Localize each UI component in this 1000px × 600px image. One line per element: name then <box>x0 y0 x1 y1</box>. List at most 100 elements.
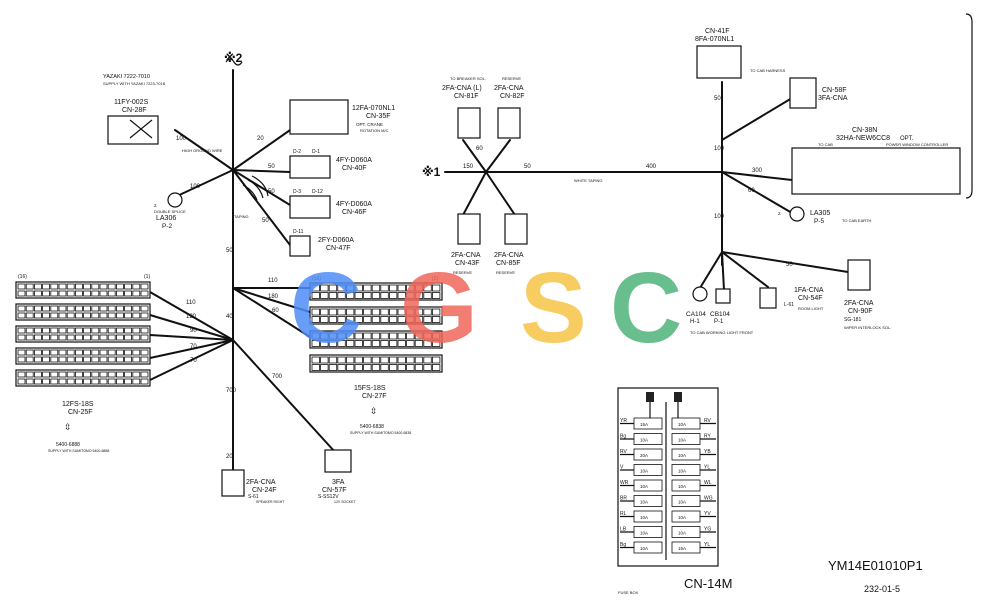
cn27f-pin <box>354 308 363 316</box>
wire-to-cn81f <box>462 139 487 173</box>
watermark-letter-3: S <box>520 252 587 364</box>
cn25f-pin <box>83 349 91 356</box>
wire-label-14: 110 <box>186 300 196 306</box>
cn25f-pin <box>42 290 50 297</box>
wire-cn25f-5 <box>149 339 234 381</box>
cn25f-pin <box>140 378 149 385</box>
wire-label-1: 20 <box>257 136 264 142</box>
cn25f-pin <box>50 349 59 356</box>
cn90f-sub: SG-181 <box>844 317 861 323</box>
cn35f-note2: ROTATION M/C <box>360 128 389 133</box>
cn25f-pin <box>132 378 141 385</box>
cn27f-pin <box>328 356 338 364</box>
cn27f-pin <box>363 340 372 347</box>
cn25f-pin <box>17 283 26 290</box>
fuse-rating-right: 10A <box>678 515 686 520</box>
cn25f-pin <box>124 356 132 363</box>
wire-cn25f-2 <box>149 314 234 341</box>
connector-la305 <box>789 206 805 222</box>
la305-num: 2 <box>778 211 781 216</box>
cn27f-pin <box>406 364 415 371</box>
cn90f-type: 2FA-CNA <box>844 300 874 307</box>
wire-label-7: 100 <box>190 184 201 190</box>
fuse-box-frame <box>617 387 719 567</box>
cn25f-pin <box>124 290 132 297</box>
cn27f-pin <box>388 340 398 347</box>
cn85f-type: 2FA-CNA <box>494 252 524 259</box>
cn25f-pin <box>107 349 116 356</box>
cn27f-pin <box>345 332 355 340</box>
cn25f-pin <box>75 356 83 363</box>
connector-ca104 <box>692 286 708 302</box>
cn27f-pin <box>311 316 320 323</box>
cn25f-pin <box>34 283 42 290</box>
cn25f-pin <box>91 334 100 341</box>
watermark: C G S C <box>290 252 682 364</box>
cn27f-pin <box>337 364 346 371</box>
cn28f-type: 11FY-002S <box>114 99 149 106</box>
cn27f-pin <box>328 308 338 316</box>
connector-cn41f <box>696 45 742 79</box>
cn27f-pin <box>311 284 320 292</box>
wire-label-11: 110 <box>268 278 278 284</box>
cn25f-pin <box>58 327 67 334</box>
cn27f-pin <box>397 284 406 292</box>
fuse-code-right: WG <box>704 496 713 502</box>
wire-to-ca104 <box>699 251 723 289</box>
cn25f-pin <box>75 327 83 334</box>
fuse-code-left: LB <box>620 527 627 533</box>
cn90f-note: WIPER INTERLOCK SOL. <box>844 325 891 330</box>
cn27f-pin <box>311 356 320 364</box>
cn25f-pin <box>116 349 124 356</box>
cn25f-pin <box>116 334 124 341</box>
cn24f-sub: S-61 <box>248 494 259 500</box>
cn25f-pin <box>34 327 42 334</box>
cn25f-pin <box>42 327 50 334</box>
cn27f-pin <box>380 364 389 371</box>
cn27f-pin <box>328 364 338 371</box>
cn25f-pin <box>50 290 59 297</box>
cn27f-pin <box>345 364 355 371</box>
cn25f-pin <box>58 283 67 290</box>
fuse-code-left: Bg <box>620 542 626 548</box>
fuse-code-left: V <box>620 465 624 471</box>
connector-cn24f <box>221 469 245 497</box>
cn27f-supply: SUPPLY WITH SUMITOMO 5400-6838 <box>350 431 411 435</box>
cn27f-pin <box>380 356 389 364</box>
cn27f-pin <box>380 316 389 323</box>
wire-label-13: 60 <box>272 308 279 314</box>
cn25f-pin <box>50 356 59 363</box>
cn57f-type: 3FA <box>332 479 345 486</box>
cn25f-pin <box>42 283 50 290</box>
wire-to-cn90f <box>721 251 849 273</box>
cn25f-pin <box>42 305 50 312</box>
cn27f-pin <box>363 364 372 371</box>
ref-mark-1: ※1 <box>422 165 441 179</box>
fuse-rating-left: 10A <box>640 531 648 536</box>
wire-label-23: 400 <box>646 164 657 170</box>
wire-to-cn54f <box>721 251 769 288</box>
cn25f-pin <box>42 312 50 319</box>
wire-to-cn43f <box>462 171 487 216</box>
cn27f-pin <box>423 332 432 340</box>
fuse-box-terminal-left <box>646 392 654 402</box>
fuse-code-left: WR <box>620 480 629 486</box>
la306-note: DOUBLE SPLICE <box>154 209 186 214</box>
connector-cn43f <box>457 213 481 245</box>
cn27f-pin <box>337 316 346 323</box>
cn27f-pin <box>328 292 338 299</box>
cn25f-pin <box>25 305 34 312</box>
cn27f-pin <box>363 292 372 299</box>
cn25f-pin <box>116 305 124 312</box>
ca104-sub: H-1 <box>690 319 700 325</box>
cn25f-pin <box>99 290 108 297</box>
cn27f-pin <box>431 292 441 299</box>
cn38n-note1: TO CAB <box>818 142 833 147</box>
cn25f-pin <box>99 305 108 312</box>
cn27f-pin <box>354 316 363 323</box>
wire-label-4: 700 <box>226 388 237 394</box>
cn41f-note: TO CAB HARNESS <box>750 68 786 73</box>
cn25f-pin <box>83 290 91 297</box>
connector-cn81f <box>457 107 481 139</box>
